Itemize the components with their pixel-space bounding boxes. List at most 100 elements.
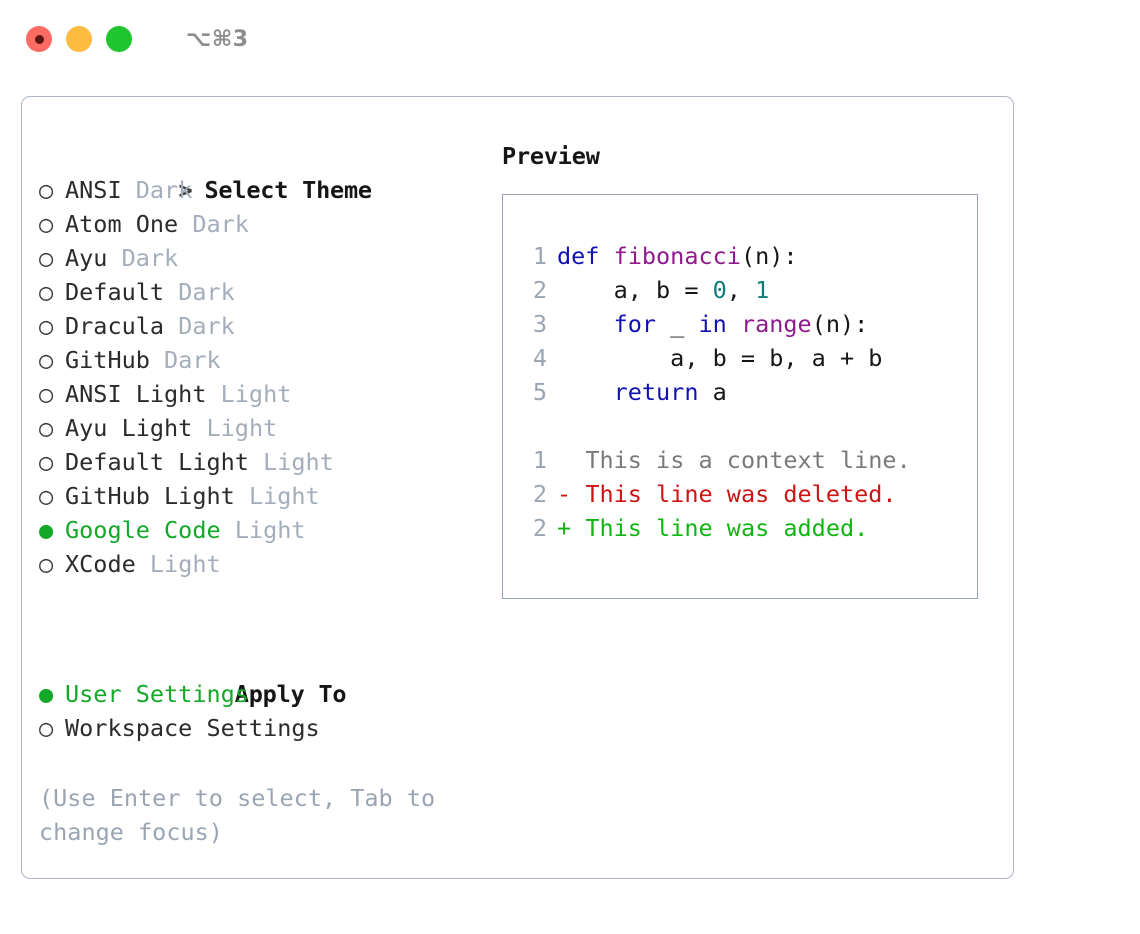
code-line: 2 a, b = 0, 1 [517, 273, 977, 307]
apply-to-item[interactable]: ○ Workspace Settings [39, 711, 479, 745]
theme-variant-badge: Light [248, 482, 320, 510]
theme-name: ANSI [65, 176, 122, 204]
diff-marker [557, 446, 571, 474]
code-line-number: 1 [532, 242, 547, 270]
theme-list-item[interactable]: ○GitHub Dark [39, 343, 479, 377]
diff-text: This line was deleted. [585, 480, 897, 508]
code-token-plain: a [698, 378, 727, 406]
page-title: Select Theme [204, 176, 372, 204]
theme-list-item[interactable]: ○ANSI Dark [39, 173, 479, 207]
code-token-plain: , [726, 276, 756, 304]
code-line: 3 for _ in range(n): [517, 307, 977, 341]
code-token-plain [557, 310, 614, 338]
theme-variant-badge: Light [220, 380, 292, 408]
diff-marker: - [557, 480, 572, 508]
theme-list-item[interactable]: ○ GitHub Light Light [39, 479, 479, 513]
diff-line-number: 2 [532, 514, 547, 542]
diff-line: 2- This line was deleted. [517, 477, 977, 511]
diff-line-number: 2 [532, 480, 547, 508]
code-token-plain: a, b = [557, 276, 713, 304]
code-line-number: 5 [532, 378, 547, 406]
theme-name: Atom One [65, 210, 179, 238]
code-token-plain: _ [656, 310, 699, 338]
code-line-number: 3 [532, 310, 547, 338]
apply-to-list: ●User Settings ○ Workspace Settings [39, 677, 479, 745]
theme-name-spacer [221, 516, 235, 544]
theme-list-item[interactable]: ○ Dracula Dark [39, 309, 479, 343]
minimize-button[interactable] [66, 26, 92, 52]
main-panel: >Select Theme ○ANSI Dark○Atom One Dark○A… [21, 96, 1014, 879]
code-token-punc: (n): [811, 310, 869, 338]
close-button[interactable] [26, 26, 52, 52]
radio-unselected-icon[interactable]: ○ [39, 278, 54, 306]
zoom-button[interactable] [106, 26, 132, 52]
apply-to-label: Apply To [234, 680, 347, 708]
prompt-marker: > [178, 176, 193, 204]
theme-list-item[interactable]: ○Default Light Light [39, 445, 479, 479]
diff-line: 1 This is a context line. [517, 443, 977, 477]
diff-marker-gap [571, 480, 585, 508]
radio-unselected-icon[interactable]: ○ [39, 244, 54, 272]
radio-unselected-icon[interactable]: ○ [39, 210, 54, 238]
radio-unselected-icon[interactable]: ○ [39, 482, 54, 510]
radio-unselected-icon[interactable]: ○ [39, 414, 54, 442]
theme-list-item[interactable]: ○XCode Light [39, 547, 479, 581]
theme-name: Dracula [65, 312, 165, 340]
theme-variant-badge: Dark [178, 278, 235, 306]
diff-line-number: 1 [532, 446, 547, 474]
code-token-fn: range [740, 310, 812, 338]
diff-text: This line was added. [585, 514, 869, 542]
theme-variant-badge: Dark [192, 210, 249, 238]
radio-unselected-icon[interactable]: ○ [39, 346, 54, 374]
theme-name-spacer [206, 380, 220, 408]
code-token-kw: in [698, 310, 727, 338]
theme-list-item[interactable]: ○ Default Dark [39, 275, 479, 309]
radio-selected-icon[interactable]: ● [39, 680, 54, 708]
radio-unselected-icon[interactable]: ○ [39, 380, 54, 408]
theme-list-item[interactable]: ○Ayu Light Light [39, 411, 479, 445]
theme-list-item[interactable]: ○Ayu Dark [39, 241, 479, 275]
radio-selected-icon[interactable]: ● [39, 516, 54, 544]
code-token-plain [727, 310, 741, 338]
theme-name-spacer [107, 244, 121, 272]
code-token-kw: for [613, 310, 657, 338]
radio-unselected-icon[interactable]: ○ [39, 550, 54, 578]
select-theme-header: > Select Theme [39, 139, 479, 204]
code-token-punc: (n): [740, 242, 798, 270]
theme-variant-badge: Dark [178, 312, 235, 340]
theme-name: Google Code [65, 516, 221, 544]
theme-variant-badge: Light [206, 414, 278, 442]
theme-name-spacer [178, 210, 192, 238]
apply-to-item[interactable]: ●User Settings [39, 677, 479, 711]
code-line: 5 return a [517, 375, 977, 409]
theme-name-spacer [192, 414, 206, 442]
code-line-number: 4 [532, 344, 547, 372]
theme-variant-badge: Dark [164, 346, 221, 374]
theme-name-spacer [164, 278, 178, 306]
theme-name: GitHub Light [65, 482, 235, 510]
radio-unselected-icon[interactable]: ○ [39, 312, 54, 340]
diff-marker-gap [571, 446, 585, 474]
diff-text: This is a context line. [585, 446, 911, 474]
code-token-plain [557, 378, 614, 406]
keyboard-shortcut-label: ⌥⌘3 [186, 26, 249, 52]
title-bar: ⌥⌘3 [0, 0, 1140, 78]
theme-list-item[interactable]: ● Google Code Light [39, 513, 479, 547]
theme-variant-badge: Light [234, 516, 306, 544]
radio-unselected-icon[interactable]: ○ [39, 176, 54, 204]
code-diff-spacer [517, 409, 977, 443]
theme-variant-badge: Dark [121, 244, 179, 272]
theme-list-item[interactable]: ○ANSI Light Light [39, 377, 479, 411]
radio-unselected-icon[interactable]: ○ [39, 448, 54, 476]
code-token-plain: a, b = b, a + b [557, 344, 883, 372]
apply-to-item-label: Workspace Settings [65, 714, 320, 742]
theme-name: Default [65, 278, 165, 306]
theme-name-spacer [136, 550, 150, 578]
radio-unselected-icon[interactable]: ○ [39, 714, 54, 742]
theme-list-item[interactable]: ○ Atom One Dark [39, 207, 479, 241]
diff-marker-gap [571, 514, 585, 542]
